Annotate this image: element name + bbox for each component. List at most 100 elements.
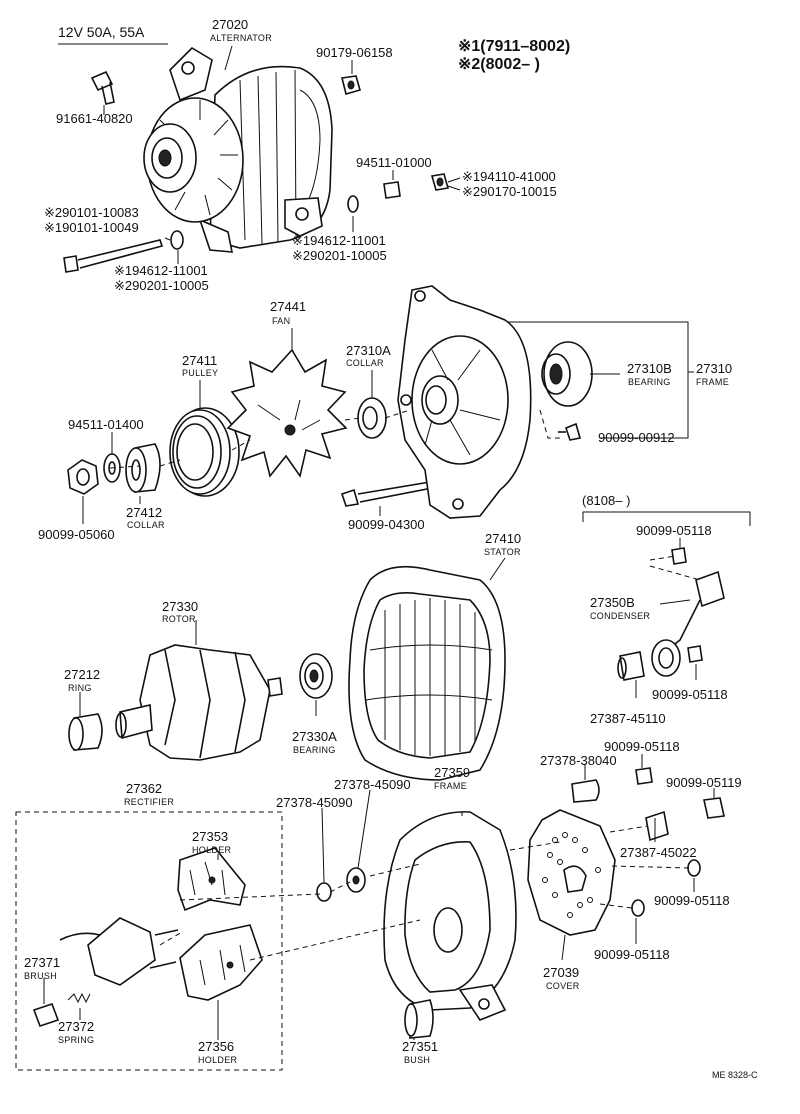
pulley-27411-drawing [169,407,240,497]
part-name-alternator: ALTERNATOR [210,33,273,43]
part-num-27310a: 27310A [346,343,391,358]
part-num-27330a: 27330A [292,729,337,744]
nut-05118-e-drawing [631,899,645,917]
terminal-27387-45022-drawing [645,810,669,842]
ring-27212-drawing [68,713,103,751]
part-name-pulley: PULLEY [182,368,219,378]
leader-lines [43,43,715,1040]
note-2: ※2(8002– ) [458,56,540,73]
part-name-ring: RING [68,683,92,693]
bearing-27330a-drawing [299,653,333,699]
bearing-27310b-drawing [541,341,593,407]
part-num-27372: 27372 [58,1019,95,1034]
part-name-bearing-a: BEARING [293,745,336,755]
part-num-90099-00912: 90099-00912 [598,430,675,445]
drawing-reference: ME 8328-C [712,1070,758,1080]
part-num-90099-05118-e: 90099-05118 [594,947,670,962]
part-num-90179-06158: 90179-06158 [316,45,393,60]
stator-27410-drawing [348,565,506,781]
part-num-27356: 27356 [198,1039,235,1054]
screw-90099-00912-drawing [558,422,582,441]
collar-27310a-drawing [357,397,387,439]
part-num-90099-05118-d: 90099-05118 [654,893,730,908]
condenser-bracket [582,511,751,526]
part-num-90099-05118-b: 90099-05118 [652,687,728,702]
part-num-27350b: 27350B [590,595,635,610]
nut-05119-drawing [703,797,725,819]
bush-27351-drawing [404,999,434,1039]
part-num-27378-38040: 27378-38040 [540,753,617,768]
part-num-27410: 27410 [485,531,522,546]
brush-holder-drawing [32,917,179,1028]
washer-lower-drawing [170,230,184,250]
condenser-range: (8108– ) [582,493,631,508]
part-num-27411: 27411 [182,353,218,368]
part-num-27378-45090-a: 27378-45090 [334,777,411,792]
part-num-27378-45090-b: 27378-45090 [276,795,353,810]
bolt-91661-drawing [90,70,115,105]
part-num-290170-10015: ※290170-10015 [462,184,557,199]
part-name-frame-rear: FRAME [434,781,467,791]
part-num-90099-04300: 90099-04300 [348,517,425,532]
part-num-27387-45022: 27387-45022 [620,845,697,860]
part-name-bearing-b: BEARING [628,377,671,387]
part-name-holder-top: HOLDER [192,845,232,855]
nut-05118-d-drawing [687,859,701,877]
part-num-90099-05060: 90099-05060 [38,527,115,542]
frame-bracket-lines [508,321,694,439]
part-name-holder-bottom: HOLDER [198,1055,238,1065]
part-name-condenser: CONDENSER [590,611,651,621]
part-num-27039: 27039 [543,965,580,980]
rotor-27330-drawing [115,644,283,761]
part-name-collar: COLLAR [127,520,165,530]
bolt-90099-04300-drawing [340,481,434,507]
part-name-brush: BRUSH [24,971,58,981]
part-num-27371: 27371 [24,955,61,970]
terminal-27378-38040-drawing [571,779,600,803]
frame-27359-drawing [383,811,517,1021]
part-num-27362: 27362 [126,781,163,796]
part-name-bush: BUSH [404,1055,431,1065]
part-num-290101-10083: ※290101-10083 [44,205,139,220]
part-num-27330: 27330 [162,599,199,614]
nut-94511-01000-drawing [383,181,401,199]
part-num-90099-05118-a: 90099-05118 [636,523,712,538]
part-name-frame-front: FRAME [696,377,729,387]
part-name-collar-a: COLLAR [346,358,384,368]
nut-90099-05060-drawing [67,459,99,495]
part-num-27353: 27353 [192,829,229,844]
nut-90179-drawing [341,75,361,95]
frame-27310-drawing [397,285,532,519]
part-num-27359: 27359 [434,765,471,780]
fan-27441-drawing [226,348,348,478]
alternator-assembly-drawing [143,46,333,253]
long-bolt-drawing [63,239,164,273]
nut-194110-drawing [430,173,450,191]
part-name-spring: SPRING [58,1035,95,1045]
part-num-91661-40820: 91661-40820 [56,111,133,126]
note-1: ※1(7911–8002) [458,38,571,55]
part-num-27441: 27441 [270,299,307,314]
insulator-a-drawing [316,882,332,902]
part-num-290201-10005-a: ※290201-10005 [292,248,387,263]
washer-upper-drawing [347,195,359,213]
rectifier-group-box [15,811,283,1071]
part-num-27212: 27212 [64,667,101,682]
collar-27412-drawing [125,443,161,493]
nut-05118-c-drawing [635,767,653,785]
part-num-27412: 27412 [126,505,163,520]
part-num-190101-10049: ※190101-10049 [44,220,139,235]
part-num-27310b: 27310B [627,361,672,376]
part-num-194612-11001-b: ※194612-11001 [114,263,208,278]
condenser-drawing [617,547,725,681]
spec-header: 12V 50A, 55A [58,24,145,40]
part-num-94511-01400: 94511-01400 [68,417,144,432]
part-num-290201-10005-b: ※290201-10005 [114,278,209,293]
part-num-27351: 27351 [402,1039,439,1054]
part-num-90099-05119: 90099-05119 [666,775,742,790]
part-name-rectifier: RECTIFIER [124,797,175,807]
part-num-194612-11001-a: ※194612-11001 [292,233,386,248]
part-name-rotor: ROTOR [162,614,196,624]
part-num-90099-05118-c: 90099-05118 [604,739,680,754]
